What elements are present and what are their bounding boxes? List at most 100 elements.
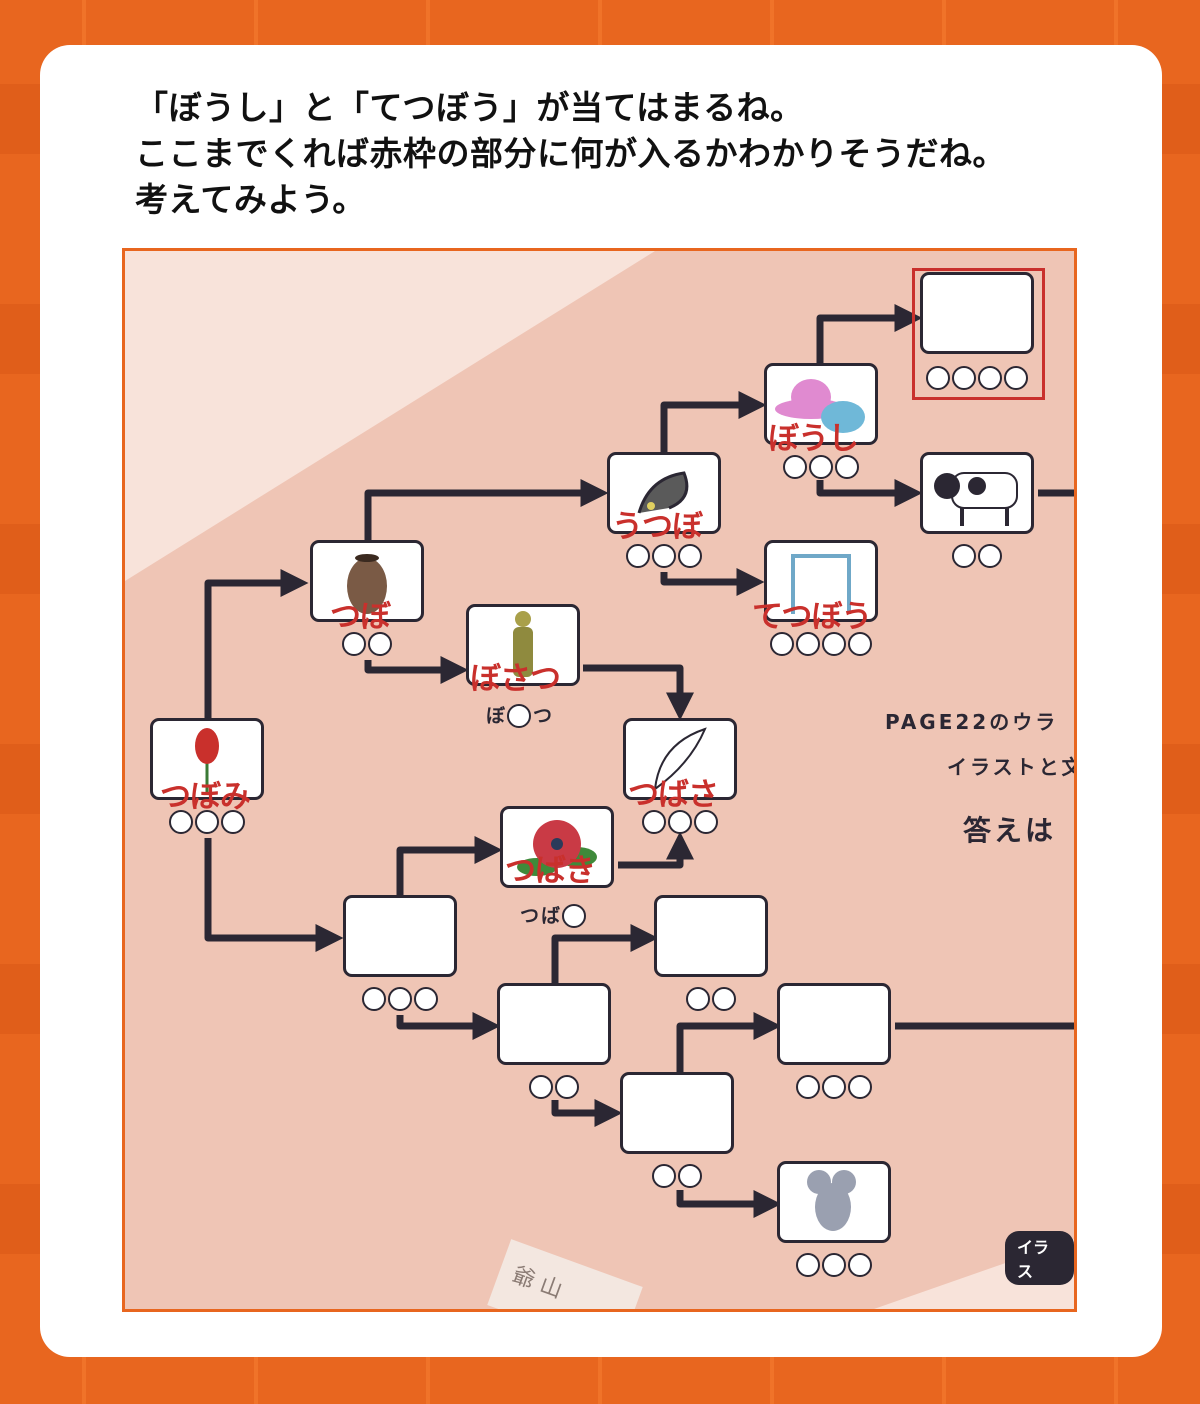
blank2-card[interactable]	[654, 895, 768, 977]
answer-circle[interactable]	[796, 632, 820, 656]
blank5-card[interactable]	[620, 1072, 734, 1154]
answer-circle[interactable]	[414, 987, 438, 1011]
buddha-statue-icon	[469, 607, 577, 683]
blank4-card[interactable]	[777, 983, 891, 1065]
hat-icon	[767, 366, 875, 442]
intro-line: ここまでくれば赤枠の部分に何が入るかわかりそうだね。	[135, 134, 1006, 173]
answer-circle[interactable]	[668, 810, 692, 834]
answer-circle[interactable]	[952, 544, 976, 568]
answer-circle[interactable]	[686, 987, 710, 1011]
tsubo-label: つぼ	[330, 599, 391, 635]
bosatsu-card	[466, 604, 580, 686]
answer-circle[interactable]	[221, 810, 245, 834]
tsubomi-label: つぼみ	[160, 779, 251, 815]
connector-arrow	[676, 1012, 782, 1072]
answer-circle[interactable]	[362, 987, 386, 1011]
answer-circle[interactable]	[783, 455, 807, 479]
answer-circle[interactable]	[342, 632, 366, 656]
answer-circle[interactable]	[822, 1075, 846, 1099]
answer-circle[interactable]	[195, 810, 219, 834]
connector-arrow	[396, 1012, 501, 1040]
answer-circle[interactable]	[678, 544, 702, 568]
hint-char: ぼ	[486, 705, 506, 727]
answer-circle[interactable]	[1004, 366, 1028, 390]
hint-char: つ	[520, 905, 540, 927]
intro-text: 「ぼうし」と「てつぼう」が当てはまるね。 ここまでくれば赤枠の部分に何が入るかわ…	[135, 85, 1006, 223]
blank1-card[interactable]	[343, 895, 457, 977]
answer-circle[interactable]	[388, 987, 412, 1011]
cow-answer-circles	[952, 544, 1002, 568]
utsubo-card	[607, 452, 721, 534]
answer-circle[interactable]	[529, 1075, 553, 1099]
connector-arrow	[204, 569, 309, 718]
answer-circle[interactable]	[978, 366, 1002, 390]
answer-circle[interactable]	[822, 632, 846, 656]
answer-circle[interactable]	[848, 1075, 872, 1099]
answer-circle[interactable]	[796, 1075, 820, 1099]
answer-circle[interactable]	[678, 1164, 702, 1188]
connector-arrow	[660, 568, 765, 596]
answer-circle[interactable]	[626, 544, 650, 568]
connector-arrow	[660, 391, 767, 452]
connector-arrow	[583, 664, 694, 721]
answer-circle[interactable]	[555, 1075, 579, 1099]
tsubomi-card	[150, 718, 264, 800]
tetsubou-card	[764, 540, 878, 622]
answer-circle[interactable]	[770, 632, 794, 656]
connector-arrow	[364, 656, 469, 684]
answer-circle[interactable]	[809, 455, 833, 479]
tsubaki-card	[500, 806, 614, 888]
answer-circle[interactable]	[652, 544, 676, 568]
tsubasa-label: つばさ	[628, 777, 719, 813]
intro-line: 考えてみよう。	[135, 180, 366, 219]
bosatsu-hint: ぼつ	[486, 704, 552, 728]
pot-icon	[313, 543, 421, 619]
tetsubou-answer-circles	[770, 632, 872, 656]
blank1-answer-circles	[362, 987, 438, 1011]
answer-red-frame	[912, 268, 1045, 400]
answer-circle[interactable]	[978, 544, 1002, 568]
answer-circle[interactable]	[642, 810, 666, 834]
blank4-answer-circles	[796, 1075, 872, 1099]
arrows-layer	[204, 304, 1074, 1218]
connector-arrow	[551, 924, 659, 983]
rose-icon	[153, 721, 261, 797]
connector-arrow	[551, 1099, 623, 1127]
mouse-card	[777, 1161, 891, 1243]
hint-char: ば	[541, 905, 561, 927]
tsubaki-hint: つば	[520, 904, 587, 928]
answer-circle[interactable]	[169, 810, 193, 834]
side-text-answer: 答えは	[963, 814, 1057, 847]
answer-answer-circles	[926, 366, 1028, 390]
answer-circle[interactable]	[562, 904, 587, 928]
mouse-icon	[780, 1164, 888, 1240]
utsubo-label: うつぼ	[612, 509, 703, 545]
answer-circle[interactable]	[835, 455, 859, 479]
answer-circle[interactable]	[507, 704, 532, 728]
answer-circle[interactable]	[796, 1253, 820, 1277]
tsubo-answer-circles	[342, 632, 392, 656]
side-text-illust: イラストと文	[947, 755, 1077, 779]
cow-icon	[923, 455, 1031, 531]
answer-circle[interactable]	[952, 366, 976, 390]
answer-circle[interactable]	[926, 366, 950, 390]
moray-eel-icon	[610, 455, 718, 531]
blank3-card[interactable]	[497, 983, 611, 1065]
connector-arrow	[618, 831, 694, 869]
answer-circle[interactable]	[368, 632, 392, 656]
utsubo-answer-circles	[626, 544, 702, 568]
connector-arrow	[204, 838, 344, 952]
answer-circle[interactable]	[848, 1253, 872, 1277]
blank3-answer-circles	[529, 1075, 579, 1099]
boushi-answer-circles	[783, 455, 859, 479]
answer-circle[interactable]	[712, 987, 736, 1011]
answer-circle[interactable]	[694, 810, 718, 834]
answer-circle[interactable]	[652, 1164, 676, 1188]
illust-pill: イラス	[1005, 1231, 1074, 1285]
mouse-answer-circles	[796, 1253, 872, 1277]
answer-card[interactable]	[920, 272, 1034, 354]
tetsubou-label: てつぼう	[752, 599, 872, 635]
connector-arrow	[816, 304, 923, 363]
answer-circle[interactable]	[822, 1253, 846, 1277]
answer-circle[interactable]	[848, 632, 872, 656]
